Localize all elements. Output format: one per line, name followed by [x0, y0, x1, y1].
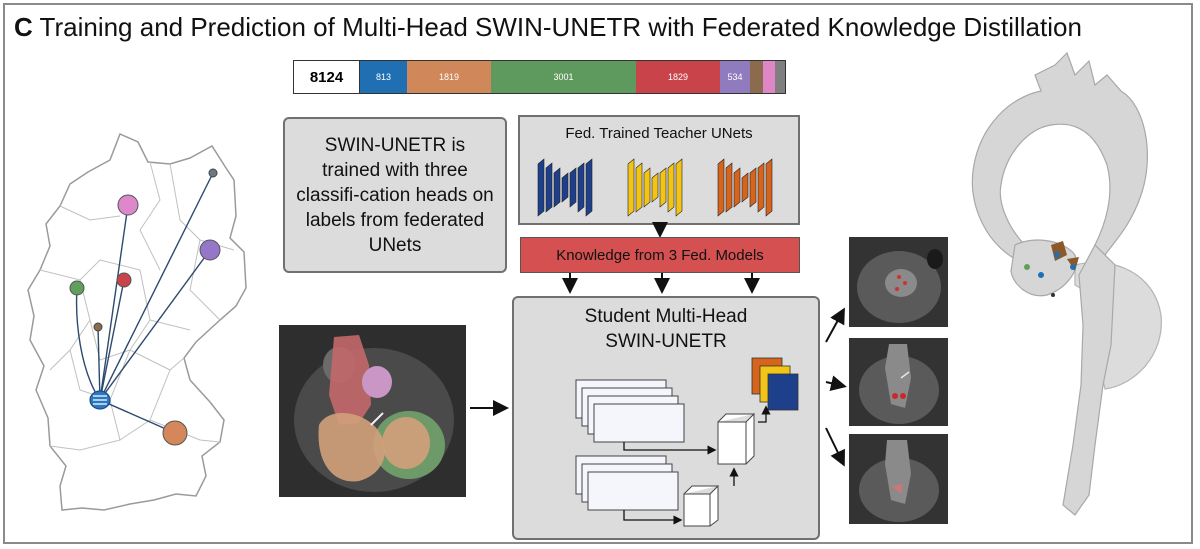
student-title-line2: SWIN-UNETR [605, 331, 727, 352]
line-to-purple [99, 249, 211, 401]
ct-segmentation-overlay [279, 325, 466, 497]
arrow-to-prediction-3 [825, 427, 845, 467]
count-segment-1819: 1819 [407, 61, 491, 93]
count-segment-unlabeled-7 [775, 61, 785, 93]
germany-outline [27, 132, 247, 511]
teacher-unets-box: Fed. Trained Teacher UNets [518, 115, 800, 225]
aortic-root [1010, 239, 1077, 297]
teacher-unet-icon-2 [627, 158, 683, 217]
teacher-unets-icons [537, 158, 773, 217]
line-to-small-gray [99, 172, 214, 401]
panel-letter: C [14, 12, 33, 42]
site-red [116, 272, 132, 288]
decoder-blocks [683, 412, 755, 527]
classification-heads [751, 357, 799, 411]
figure-title: C Training and Prediction of Multi-Head … [14, 12, 1082, 43]
descending-aorta [1062, 244, 1116, 516]
line-to-brown [97, 326, 101, 401]
info-box: SWIN-UNETR is trained with three classif… [283, 117, 507, 273]
figure-frame [3, 3, 1193, 544]
connection-lines [75, 172, 214, 434]
line-to-red [99, 279, 125, 401]
student-model-box: Student Multi-Head SWIN-UNETR [512, 296, 820, 540]
teacher-title: Fed. Trained Teacher UNets [565, 125, 753, 142]
site-brown [93, 322, 103, 332]
count-segment-1829: 1829 [636, 61, 720, 93]
title-text: Training and Prediction of Multi-Head SW… [39, 12, 1082, 42]
prediction-slice-3 [849, 434, 948, 524]
knowledge-text: Knowledge from 3 Fed. Models [556, 246, 764, 264]
total-count: 8124 [294, 61, 360, 93]
germany-map [27, 132, 247, 511]
swin-unetr-diagram [575, 357, 799, 527]
server-icon [89, 390, 111, 410]
aorta-3d-rendering [971, 51, 1162, 516]
landmark-markers [1024, 241, 1079, 297]
site-pink [117, 194, 139, 216]
site-orange [162, 420, 188, 446]
encoder-blocks-top [575, 379, 685, 443]
teacher-unet-icon-3 [717, 158, 773, 217]
site-green [69, 280, 85, 296]
line-to-orange [99, 399, 176, 434]
aortic-arch [971, 51, 1148, 260]
site-gray [208, 168, 218, 178]
knowledge-box: Knowledge from 3 Fed. Models [520, 237, 800, 273]
count-segment-534: 534 [720, 61, 750, 93]
teacher-unet-icon-1 [537, 158, 593, 217]
count-segment-3001: 3001 [491, 61, 636, 93]
line-to-pink [99, 204, 129, 401]
prediction-slice-2 [849, 338, 948, 426]
student-title-line1: Student Multi-Head [584, 306, 748, 327]
site-purple [199, 239, 221, 261]
count-segment-unlabeled-6 [763, 61, 775, 93]
line-to-green [75, 287, 101, 401]
arrow-to-prediction-2 [825, 375, 847, 392]
count-segment-813: 813 [360, 61, 407, 93]
encoder-blocks-bottom [575, 455, 679, 511]
input-ct-image [279, 325, 466, 497]
student-title: Student Multi-Head SWIN-UNETR [514, 304, 818, 354]
arrow-to-prediction-1 [825, 307, 845, 343]
prediction-slice-1 [849, 237, 948, 327]
classification-head-3 [767, 373, 799, 411]
count-segment-unlabeled-5 [750, 61, 763, 93]
info-text: SWIN-UNETR is trained with three classif… [296, 134, 494, 256]
